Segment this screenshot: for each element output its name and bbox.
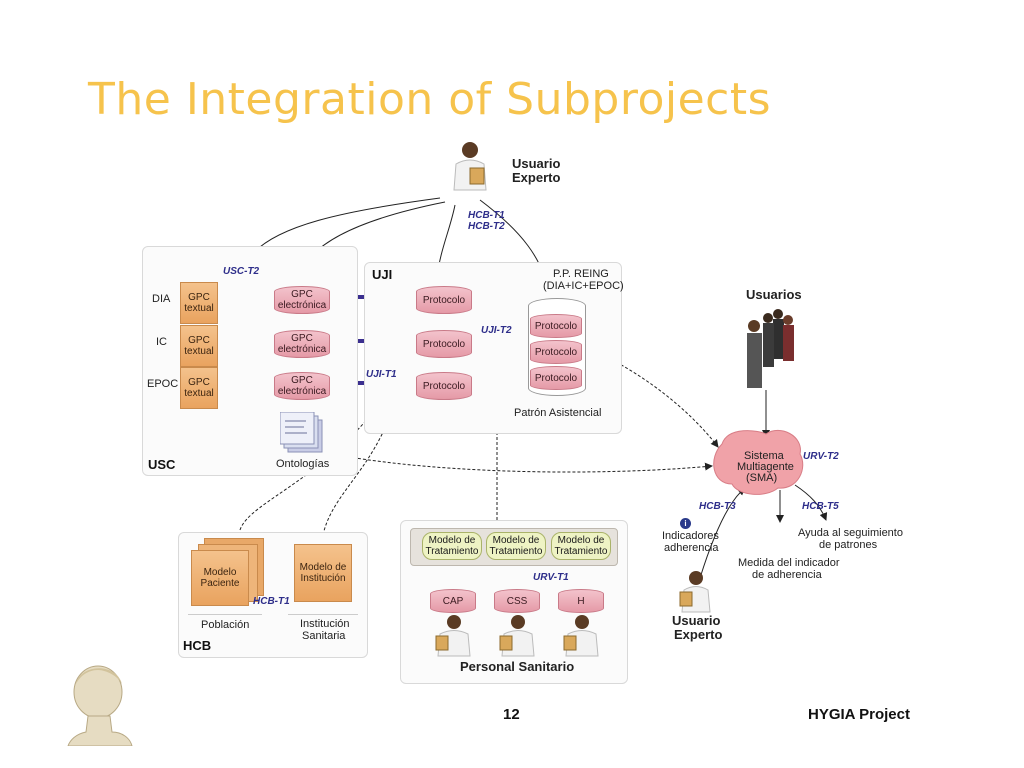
modelo-tratamiento-2: Modelo de Tratamiento xyxy=(486,532,546,560)
poblacion-divider xyxy=(188,614,262,615)
uji-label: UJI xyxy=(372,267,393,282)
institucion-line2: Sanitaria xyxy=(302,630,346,642)
code-hcb-t1-bottom: HCB-T1 xyxy=(253,596,290,607)
sma-line2: Multiagente xyxy=(737,461,794,473)
code-uji-t1: UJI-T1 xyxy=(366,369,397,380)
institucion-line1: Institución xyxy=(300,618,350,630)
row-label-ic: IC xyxy=(156,336,167,348)
expert-user-icon xyxy=(453,142,487,191)
hcb-label: HCB xyxy=(183,638,212,653)
indicadores-line2: adherencia xyxy=(664,542,719,554)
expert-user-bottom-icon xyxy=(679,571,711,613)
code-hcb-t1-top: HCB-T1 xyxy=(468,210,505,221)
code-usc-t2: USC-T2 xyxy=(223,266,260,277)
top-user-line2: Experto xyxy=(512,170,561,185)
usc-label: USC xyxy=(148,457,176,472)
gpc-electronica-ic: GPC electrónica xyxy=(274,330,330,358)
ontologias-icon xyxy=(280,412,323,453)
staff-doctor-2-icon xyxy=(499,615,535,657)
bottom-user-line1: Usuario xyxy=(672,613,721,628)
staff-doctor-3-icon xyxy=(563,615,599,657)
staff-doctor-1-icon xyxy=(435,615,471,657)
bottom-user-line2: Experto xyxy=(674,627,723,642)
ayuda-line2: de patrones xyxy=(819,539,878,551)
project-name: HYGIA Project xyxy=(808,706,910,723)
code-urv-t2: URV-T2 xyxy=(803,451,839,462)
code-urv-t1: URV-T1 xyxy=(533,572,569,583)
institucion-divider xyxy=(288,614,358,615)
row-label-epoc: EPOC xyxy=(147,378,179,390)
patron-asistencial-label: Patrón Asistencial xyxy=(514,407,602,419)
gpc-textual-epoc: GPC textual xyxy=(180,367,218,409)
usc-panel xyxy=(142,246,358,476)
reing-title-1: P.P. REING xyxy=(553,268,609,280)
sma-blob xyxy=(713,429,804,495)
medida-line1: Medida del indicador xyxy=(738,557,840,569)
reing-title-2: (DIA+IC+EPOC) xyxy=(543,280,624,292)
reing-protocolo-1: Protocolo xyxy=(530,314,582,338)
ayuda-line1: Ayuda al seguimiento xyxy=(798,527,903,539)
personal-sanitario-label: Personal Sanitario xyxy=(460,659,575,674)
usuarios-label: Usuarios xyxy=(746,287,802,302)
code-hcb-t5: HCB-T5 xyxy=(802,501,839,512)
reing-protocolo-3: Protocolo xyxy=(530,366,582,390)
modelo-paciente: Modelo Paciente xyxy=(191,550,249,606)
gpc-textual-ic: GPC textual xyxy=(180,325,218,367)
medida-line2: de adherencia xyxy=(752,569,822,581)
modelo-tratamiento-1: Modelo de Tratamiento xyxy=(422,532,482,560)
users-group-icon xyxy=(747,309,794,388)
sma-line3: (SMA) xyxy=(746,472,778,484)
modelo-tratamiento-3: Modelo de Tratamiento xyxy=(551,532,611,560)
poblacion-label: Población xyxy=(201,619,250,631)
modelo-institucion: Modelo de Institución xyxy=(294,544,352,602)
page-number: 12 xyxy=(503,706,520,723)
gpc-electronica-dia: GPC electrónica xyxy=(274,286,330,314)
row-label-dia: DIA xyxy=(152,293,171,305)
centro-css: CSS xyxy=(494,589,540,613)
code-uji-t2: UJI-T2 xyxy=(481,325,512,336)
greek-bust-logo xyxy=(67,665,133,746)
gpc-electronica-epoc: GPC electrónica xyxy=(274,372,330,400)
reing-protocolo-2: Protocolo xyxy=(530,340,582,364)
protocolo-1: Protocolo xyxy=(416,286,472,314)
gpc-textual-dia: GPC textual xyxy=(180,282,218,324)
protocolo-2: Protocolo xyxy=(416,330,472,358)
indicadores-line1: Indicadores xyxy=(662,530,719,542)
centro-cap: CAP xyxy=(430,589,476,613)
code-hcb-t2-top: HCB-T2 xyxy=(468,221,505,232)
sma-line1: Sistema xyxy=(744,450,784,462)
code-hcb-t3: HCB-T3 xyxy=(699,501,736,512)
top-user-line1: Usuario xyxy=(512,156,561,171)
ontologias-label: Ontologías xyxy=(276,458,330,470)
info-icon: i xyxy=(680,518,691,529)
centro-h: H xyxy=(558,589,604,613)
slide-title: The Integration of Subprojects xyxy=(88,74,772,125)
protocolo-3: Protocolo xyxy=(416,372,472,400)
